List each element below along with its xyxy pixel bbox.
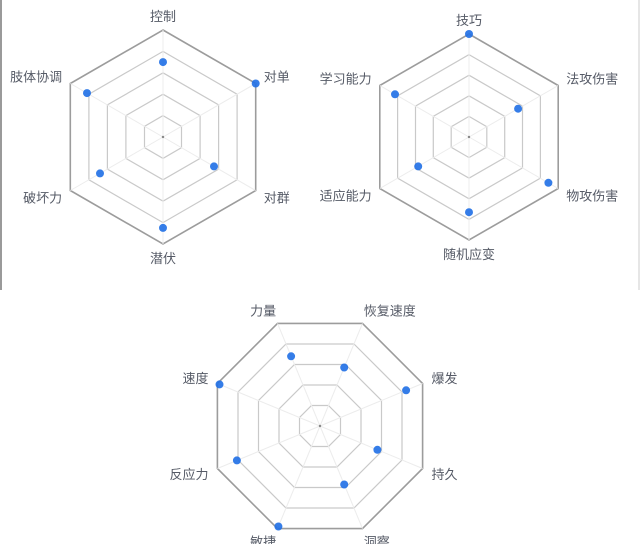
axis-spoke: [217, 383, 321, 427]
data-point-对单: [251, 79, 260, 88]
axis-label: 潜伏: [150, 252, 176, 267]
data-point-力量: [287, 352, 296, 361]
axis-label: 肢体协调: [10, 70, 62, 86]
data-point-法攻伤害: [514, 104, 523, 113]
center-dot: [467, 135, 471, 139]
data-point-洞察: [340, 480, 349, 489]
axis-label: 随机应变: [443, 247, 495, 263]
axis-label: 破坏力: [23, 192, 62, 207]
data-point-随机应变: [465, 208, 473, 217]
left-border: [0, 0, 2, 290]
axis-label: 反应力: [169, 467, 208, 483]
center-dot: [318, 424, 322, 428]
axis-label: 恢复速度: [364, 304, 416, 320]
axis-label: 对单: [264, 71, 290, 86]
data-point-潜伏: [159, 223, 167, 232]
axis-label: 适应能力: [320, 189, 372, 205]
axis-label: 速度: [182, 371, 208, 387]
data-point-反应力: [232, 456, 241, 465]
center-dot: [161, 135, 165, 139]
data-point-破坏力: [96, 169, 104, 178]
right-border: [638, 0, 640, 290]
axis-label: 控制: [150, 10, 176, 25]
axis-spoke: [70, 136, 164, 191]
data-point-技巧: [465, 30, 473, 38]
data-point-速度: [215, 380, 224, 389]
axis-spoke: [277, 323, 321, 427]
axis-spoke: [319, 323, 363, 427]
axis-label: 力量: [250, 305, 276, 320]
axis-label: 对群: [264, 192, 290, 207]
axis-spoke: [468, 136, 559, 189]
data-point-恢复速度: [340, 363, 349, 372]
data-point-适应能力: [414, 162, 423, 171]
data-point-对群: [210, 162, 218, 171]
data-point-敏捷: [274, 522, 283, 531]
data-point-物攻伤害: [544, 178, 553, 187]
axis-spoke: [277, 425, 321, 529]
axis-label: 洞察: [364, 536, 390, 544]
axis-label: 持久: [432, 468, 458, 483]
axis-spoke: [379, 136, 470, 189]
axis-label: 技巧: [456, 14, 482, 29]
axis-label: 法攻伤害: [566, 72, 618, 88]
axis-label: 学习能力: [320, 72, 372, 88]
axis-spoke: [162, 83, 256, 138]
axis-spoke: [319, 425, 423, 469]
axis-spoke: [319, 425, 363, 529]
axis-label: 物攻伤害: [566, 189, 618, 205]
axis-label: 敏捷: [250, 536, 276, 544]
data-point-控制: [159, 58, 167, 67]
axis-spoke: [468, 85, 559, 138]
data-point-肢体协调: [83, 89, 91, 98]
data-point-学习能力: [391, 90, 399, 99]
data-point-持久: [373, 445, 382, 454]
data-point-爆发: [402, 386, 411, 395]
axis-label: 爆发: [432, 371, 458, 387]
axis-spoke: [162, 136, 256, 191]
